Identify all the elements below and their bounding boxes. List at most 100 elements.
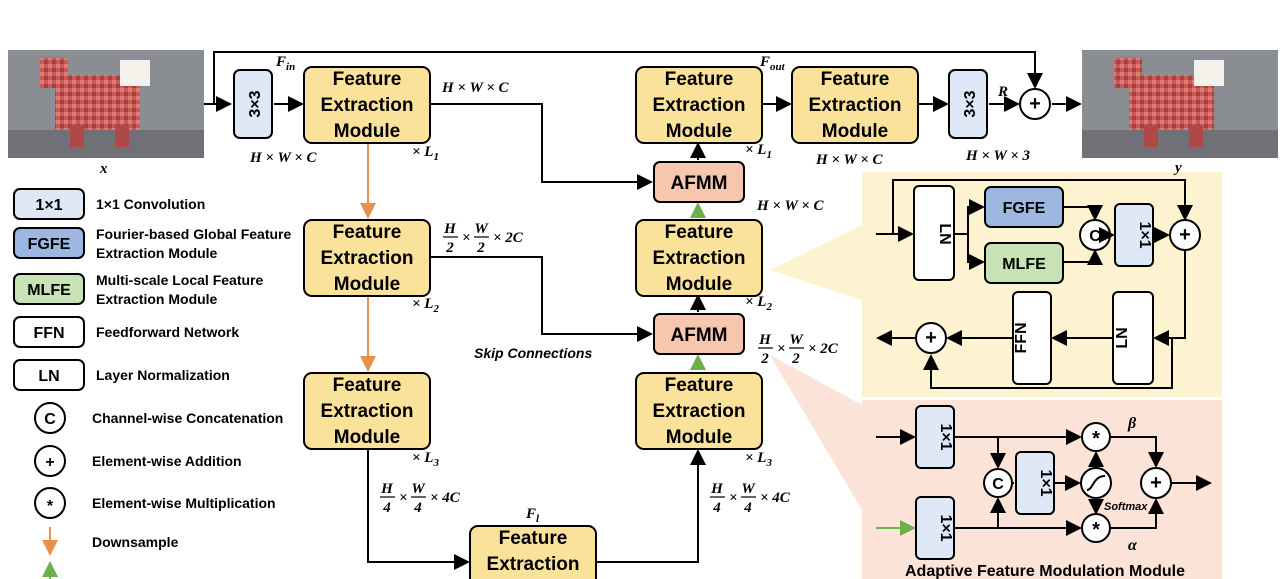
alpha-label: α — [1128, 537, 1138, 554]
svg-text:1×1 Convolution: 1×1 Convolution — [96, 196, 205, 212]
repeat-label: × L3 — [745, 450, 772, 469]
r-label: R — [997, 84, 1008, 100]
svg-text:FFN: FFN — [33, 325, 64, 342]
svg-text:+: + — [1029, 93, 1041, 115]
beta-label: β — [1127, 415, 1137, 432]
afmm-box: AFMM — [653, 313, 745, 355]
svg-text:× 2C: × 2C — [808, 341, 839, 357]
svg-text:FGFE: FGFE — [28, 236, 71, 253]
fem-label-line: Module — [334, 427, 401, 448]
fem-label-line: Extraction — [321, 95, 414, 116]
zoom-wedge-bottom — [770, 355, 862, 510]
repeat-label: × L2 — [412, 296, 439, 315]
y-label: y — [1173, 160, 1182, 176]
svg-text:+: + — [1150, 472, 1162, 494]
output-image — [1082, 50, 1278, 158]
svg-text:3×3: 3×3 — [962, 90, 979, 117]
svg-text:W: W — [741, 481, 756, 497]
svg-text:FGFE: FGFE — [1003, 200, 1046, 217]
fem-label-line: Feature — [665, 69, 734, 90]
svg-text:+: + — [925, 327, 937, 349]
fem-label-line: Module — [334, 121, 401, 142]
svg-text:+: + — [45, 454, 54, 471]
fl-label: Fl — [525, 506, 540, 525]
dim-label: H × W × 3 — [965, 148, 1031, 164]
svg-text:H: H — [443, 221, 457, 237]
legend-item: +Element-wise Addition — [34, 445, 242, 477]
svg-text:4: 4 — [413, 500, 422, 516]
svg-text:H: H — [380, 481, 394, 497]
fem-label-line: Module — [666, 121, 733, 142]
svg-text:4: 4 — [743, 500, 752, 516]
svg-text:× 4C: × 4C — [760, 490, 791, 506]
svg-text:×: × — [399, 490, 408, 506]
softmax-node — [1080, 467, 1112, 499]
zoom-wedge-top — [770, 225, 862, 300]
skip-connections-label: Skip Connections — [474, 345, 592, 361]
legend-item: 1×1 1×1 Convolution — [13, 188, 205, 220]
svg-text:*: * — [1092, 428, 1100, 450]
svg-text:W: W — [474, 221, 489, 237]
fem-label-line: Module — [666, 427, 733, 448]
svg-text:*: * — [47, 498, 54, 515]
svg-text:×: × — [462, 230, 471, 246]
svg-text:H: H — [710, 481, 724, 497]
svg-text:1×1: 1×1 — [1037, 469, 1054, 496]
svg-text:4: 4 — [712, 500, 721, 516]
svg-text:C: C — [1089, 228, 1101, 245]
repeat-label: × L2 — [745, 294, 772, 313]
dim-label: H 4 ×W 4 × 4C — [710, 481, 791, 516]
svg-text:1×1: 1×1 — [35, 197, 62, 214]
svg-text:C: C — [44, 411, 56, 428]
afmm-detail: 1×1 1×1 C 1×1 * * + β α Softmax Adaptive… — [876, 405, 1212, 579]
input-image — [8, 50, 204, 158]
svg-text:2: 2 — [445, 240, 454, 256]
dim-label: H × W × C — [815, 152, 884, 168]
fem-label-line: Module — [822, 121, 889, 142]
fem-label-line: Extraction — [809, 95, 902, 116]
fem-label-line: Module — [334, 274, 401, 295]
repeat-label: × L1 — [412, 144, 439, 163]
fem-label-line: Extraction — [653, 248, 746, 269]
svg-text:2: 2 — [760, 351, 769, 367]
svg-text:C: C — [992, 476, 1004, 493]
svg-text:Fourier-based Global Feature: Fourier-based Global Feature — [96, 226, 291, 242]
conv3x3-input: 3×3 — [233, 69, 273, 139]
add-node-output: + — [1019, 88, 1051, 120]
svg-text:×: × — [777, 341, 786, 357]
repeat-label: × L3 — [412, 450, 439, 469]
svg-text:LN: LN — [38, 368, 59, 385]
fem-label-line: Extraction — [321, 248, 414, 269]
dim-label: H2×W2× 2C — [758, 332, 839, 367]
svg-text:2: 2 — [791, 351, 800, 367]
svg-text:2: 2 — [476, 240, 485, 256]
fem-label-line: Module — [666, 274, 733, 295]
fin-label: Fin — [275, 54, 295, 73]
dim-label: H4×W4× 4C — [380, 481, 461, 516]
svg-text:Extraction Module: Extraction Module — [96, 291, 218, 307]
svg-text:Downsample: Downsample — [92, 534, 179, 550]
svg-text:×: × — [729, 490, 738, 506]
svg-text:1×1: 1×1 — [937, 514, 954, 541]
svg-text:1×1: 1×1 — [937, 423, 954, 450]
svg-text:W: W — [789, 332, 804, 348]
fout-label: Fout — [759, 54, 786, 73]
svg-text:1×1: 1×1 — [1136, 221, 1153, 248]
svg-text:MLFE: MLFE — [1002, 256, 1046, 273]
svg-text:3×3: 3×3 — [247, 90, 264, 117]
svg-text:MLFE: MLFE — [27, 282, 71, 299]
dim-label: H2×W2× 2C — [443, 221, 524, 256]
svg-text:AFMM: AFMM — [671, 173, 728, 194]
svg-text:× 4C: × 4C — [430, 490, 461, 506]
